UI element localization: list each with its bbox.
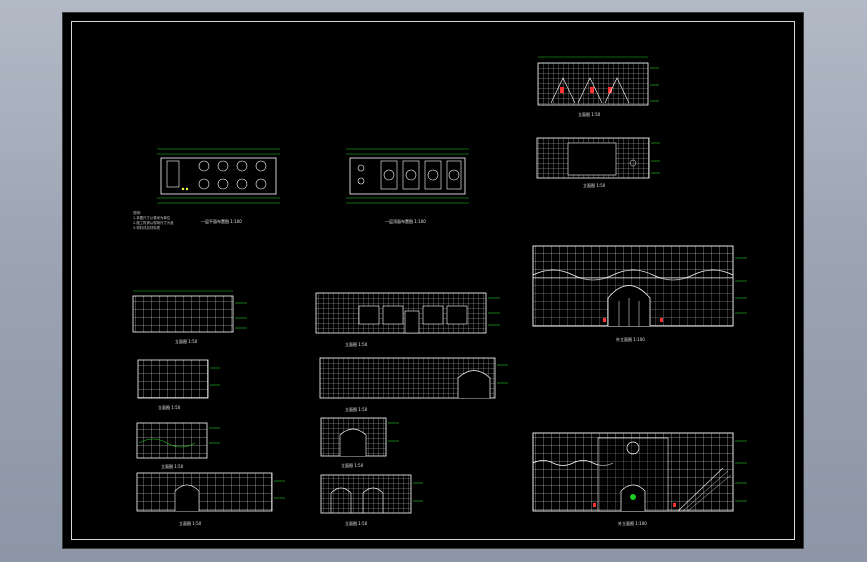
drawing-caption: 一层顶面布置图 1:100 bbox=[385, 218, 426, 224]
drawing-caption: 外立面图 1:100 bbox=[616, 336, 645, 342]
elevation-mid-left-2[interactable]: 立面图 1:50 bbox=[137, 359, 220, 410]
drawing-caption: 立面图 1:50 bbox=[341, 462, 364, 468]
drawing-caption: 立面图 1:50 bbox=[583, 182, 606, 188]
drawing-caption: 立面图 1:50 bbox=[175, 338, 198, 344]
plan-note-line: 1.本图尺寸以毫米为单位 bbox=[133, 215, 171, 220]
drawing-caption: 立面图 1:50 bbox=[578, 111, 601, 117]
plan-note-line: 3.材料详见材料表 bbox=[133, 225, 161, 230]
elevation-mid-left-1[interactable]: 立面图 1:50 bbox=[132, 290, 247, 344]
elevation-low-left-2[interactable]: 立面图 1:50 bbox=[136, 472, 285, 526]
drawing-caption: 立面图 1:50 bbox=[179, 520, 202, 526]
elevation-low-center-2[interactable]: 立面图 1:50 bbox=[320, 474, 423, 526]
elevation-mid-center-1[interactable]: 立面图 1:50 bbox=[315, 292, 500, 347]
drawing-caption: 一层平面布置图 1:100 bbox=[201, 218, 242, 224]
elevation-top-1[interactable]: 立面图 1:50 bbox=[537, 56, 659, 117]
facade-lower[interactable]: 外立面图 1:100 bbox=[532, 432, 747, 526]
elevation-low-left-1[interactable]: 立面图 1:50 bbox=[136, 422, 220, 469]
drawing-caption: 立面图 1:50 bbox=[161, 463, 184, 469]
drawing-caption: 立面图 1:50 bbox=[345, 341, 368, 347]
plan-note-line: 说明: bbox=[133, 210, 141, 215]
drawing-caption: 外立面图 1:100 bbox=[618, 520, 647, 526]
drawing-caption: 立面图 1:50 bbox=[158, 404, 181, 410]
elevation-top-2[interactable]: 立面图 1:50 bbox=[536, 137, 660, 188]
cad-canvas[interactable]: 说明: 1.本图尺寸以毫米为单位 2.施工时请以现场尺寸为准 3.材料详见材料表… bbox=[63, 13, 805, 550]
floor-plan-1[interactable]: 说明: 1.本图尺寸以毫米为单位 2.施工时请以现场尺寸为准 3.材料详见材料表… bbox=[133, 148, 280, 230]
sheet-border bbox=[71, 21, 795, 540]
floor-plan-2[interactable]: 一层顶面布置图 1:100 bbox=[346, 148, 469, 224]
plan-note-line: 2.施工时请以现场尺寸为准 bbox=[133, 220, 174, 225]
drawing-caption: 立面图 1:50 bbox=[345, 406, 368, 412]
facade-upper[interactable]: 外立面图 1:100 bbox=[532, 245, 747, 342]
elevation-mid-center-2[interactable]: 立面图 1:50 bbox=[319, 357, 508, 412]
elevation-low-center-1[interactable]: 立面图 1:50 bbox=[320, 417, 399, 468]
drawing-sheet[interactable]: 说明: 1.本图尺寸以毫米为单位 2.施工时请以现场尺寸为准 3.材料详见材料表… bbox=[62, 12, 804, 549]
drawing-caption: 立面图 1:50 bbox=[345, 520, 368, 526]
